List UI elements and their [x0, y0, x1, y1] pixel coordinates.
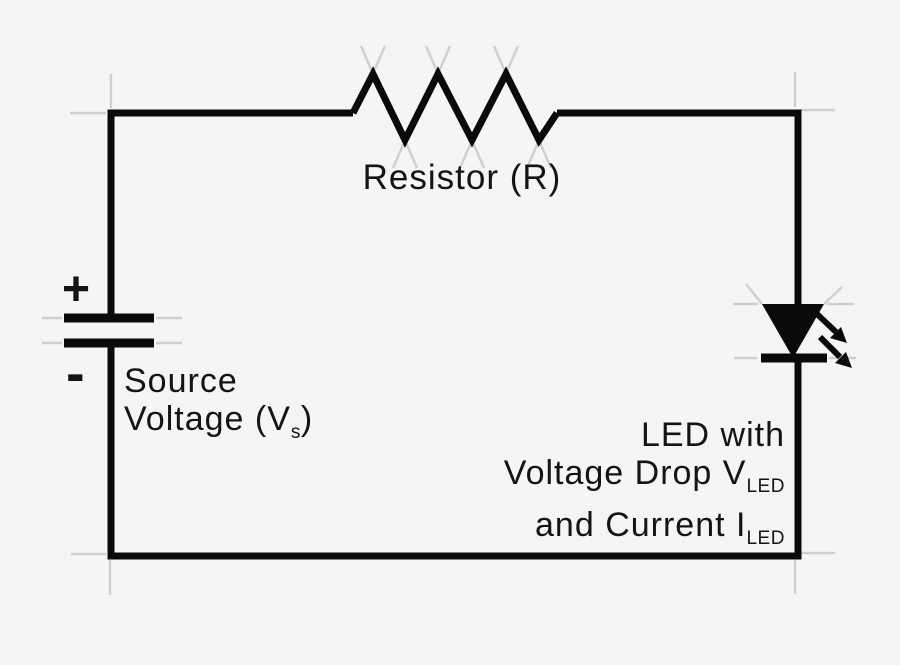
led-label: LED with Voltage Drop VLED and Current I… — [504, 416, 785, 558]
emission-arrow-icon — [817, 334, 843, 360]
source-voltage-line2: Voltage (Vs) — [124, 400, 314, 443]
led-symbol — [761, 304, 827, 363]
led-triangle — [762, 304, 824, 358]
source-voltage-label: Source Voltage (Vs) — [124, 362, 313, 452]
positive-terminal-sign: + — [62, 263, 92, 316]
emission-arrow-icon — [814, 311, 839, 335]
source-voltage-line1: Source — [124, 362, 238, 400]
emission-arrowhead — [835, 352, 852, 368]
subscript-s: s — [290, 421, 301, 443]
wire-bottom-left — [107, 346, 802, 560]
light-emission-arrows — [814, 311, 852, 368]
sketch-mark — [745, 283, 763, 305]
negative-terminal-sign: - — [66, 341, 86, 404]
wire-top-right — [557, 109, 802, 307]
wire-left-top — [107, 109, 353, 314]
subscript-iled: LED — [746, 527, 785, 549]
emission-arrowhead — [830, 327, 847, 343]
led-label-line3: and Current ILED — [535, 505, 785, 549]
led-label-line2: Voltage Drop VLED — [503, 454, 785, 497]
voltage-source-symbol — [64, 313, 154, 348]
resistor-symbol — [349, 66, 560, 148]
sketch-mark — [823, 286, 843, 305]
resistor-label: Resistor (R) — [362, 158, 562, 197]
subscript-vled: LED — [746, 475, 785, 497]
led-label-line1: LED with — [640, 416, 785, 454]
